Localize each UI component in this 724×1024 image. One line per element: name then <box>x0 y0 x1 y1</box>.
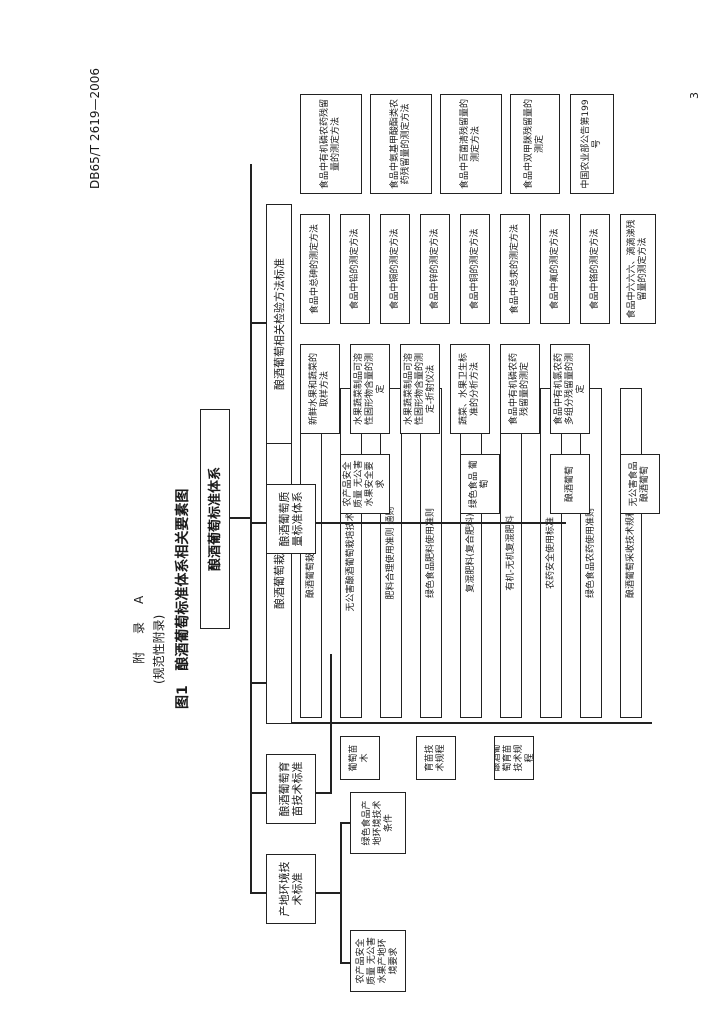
quality-item-3: 酿酒葡萄 <box>550 454 590 514</box>
method-item-2: 水果蔬菜制品可溶性固形物含量的测定 <box>350 344 390 434</box>
cult-item-8: 绿色食品农药使用准则 <box>580 388 602 718</box>
seedling-item-3: 酿酒葡萄育苗技术规程 <box>494 736 534 780</box>
root-node: 酿酒葡萄标准体系 <box>200 409 230 629</box>
method-item-13: 食品中氟的测定方法 <box>540 214 570 324</box>
method-item-6: 食品中有机氯农药多组分残留量的测定 <box>550 344 590 434</box>
env-item-1: 农产品安全质量 无公害水果产地环境要求 <box>350 930 406 992</box>
quality-item-1: 农产品安全质量 无公害水果安全要求 <box>340 454 390 514</box>
method-item-8: 食品中铅的测定方法 <box>340 214 370 324</box>
method-item-16: 食品中有机磷农药残留量的测定方法 <box>300 94 362 194</box>
method-item-11: 食品中铜的测定方法 <box>460 214 490 324</box>
method-item-19: 食品中双甲脒残留量的测定 <box>510 94 560 194</box>
cult-item-3: 肥料合理使用准则 通则 <box>380 388 402 718</box>
seedling-item-2: 育苗技术规程 <box>416 736 456 780</box>
annex-type: (规范性附录) <box>152 614 166 684</box>
cult-item-9: 酿酒葡萄采收技术规程 <box>620 388 642 718</box>
env-item-2: 绿色食品产地环境技术条件 <box>350 792 406 854</box>
method-item-15: 食品中六六六、滴滴涕残留量的测定方法 <box>620 214 656 324</box>
cult-item-6: 有机-无机复混肥料 <box>500 388 522 718</box>
cult-item-7: 农药安全使用标准 <box>540 388 562 718</box>
page-number: 3 <box>688 92 701 99</box>
branch-env: 产地环境技术标准 <box>266 854 316 924</box>
annex-label: 附录A <box>132 577 146 664</box>
method-item-5: 食品中有机磷农药残留量的测定 <box>500 344 540 434</box>
branch-methods: 酿酒葡萄相关检验方法标准 <box>266 204 292 444</box>
figure-label: 图1 <box>175 685 191 709</box>
method-item-4: 蔬菜、水果卫生标准的分析方法 <box>450 344 490 434</box>
method-item-1: 新鲜水果和蔬菜的取样方法 <box>300 344 340 434</box>
cult-item-5: 复混肥料(复合肥料) <box>460 388 482 718</box>
method-item-10: 食品中锌的测定方法 <box>420 214 450 324</box>
method-item-12: 食品中总汞的测定方法 <box>500 214 530 324</box>
quality-item-4: 无公害食品 酿酒葡萄 <box>620 454 660 514</box>
figure-title: 图1 酿酒葡萄标准体系相关要素图 <box>172 489 192 709</box>
cult-item-2: 无公害酿酒葡萄栽培技术规程 <box>340 388 362 718</box>
method-item-17: 食品中氨基甲酸酯类农药残留量的测定方法 <box>370 94 432 194</box>
figure-caption: 酿酒葡萄标准体系相关要素图 <box>175 488 191 671</box>
method-item-3: 水果蔬菜制品可溶性固形物含量的测定-折射仪法 <box>400 344 440 434</box>
method-item-20: 中国农业部公告第199号 <box>570 94 614 194</box>
method-item-7: 食品中总砷的测定方法 <box>300 214 330 324</box>
method-item-9: 食品中镉的测定方法 <box>380 214 410 324</box>
cult-item-4: 绿色食品肥料使用准则 <box>420 388 442 718</box>
method-item-14: 食品中铬的测定方法 <box>580 214 610 324</box>
quality-item-2: 绿色食品 葡萄 <box>460 454 500 514</box>
branch-seedling: 酿酒葡萄育苗技术标准 <box>266 754 316 824</box>
standard-code: DB65/T 2619—2006 <box>88 67 102 189</box>
branch-quality: 酿酒葡萄质量标准体系 <box>266 484 316 554</box>
seedling-item-1: 葡萄苗木 <box>340 736 380 780</box>
method-item-18: 食品中百菌清残留量的测定方法 <box>440 94 502 194</box>
